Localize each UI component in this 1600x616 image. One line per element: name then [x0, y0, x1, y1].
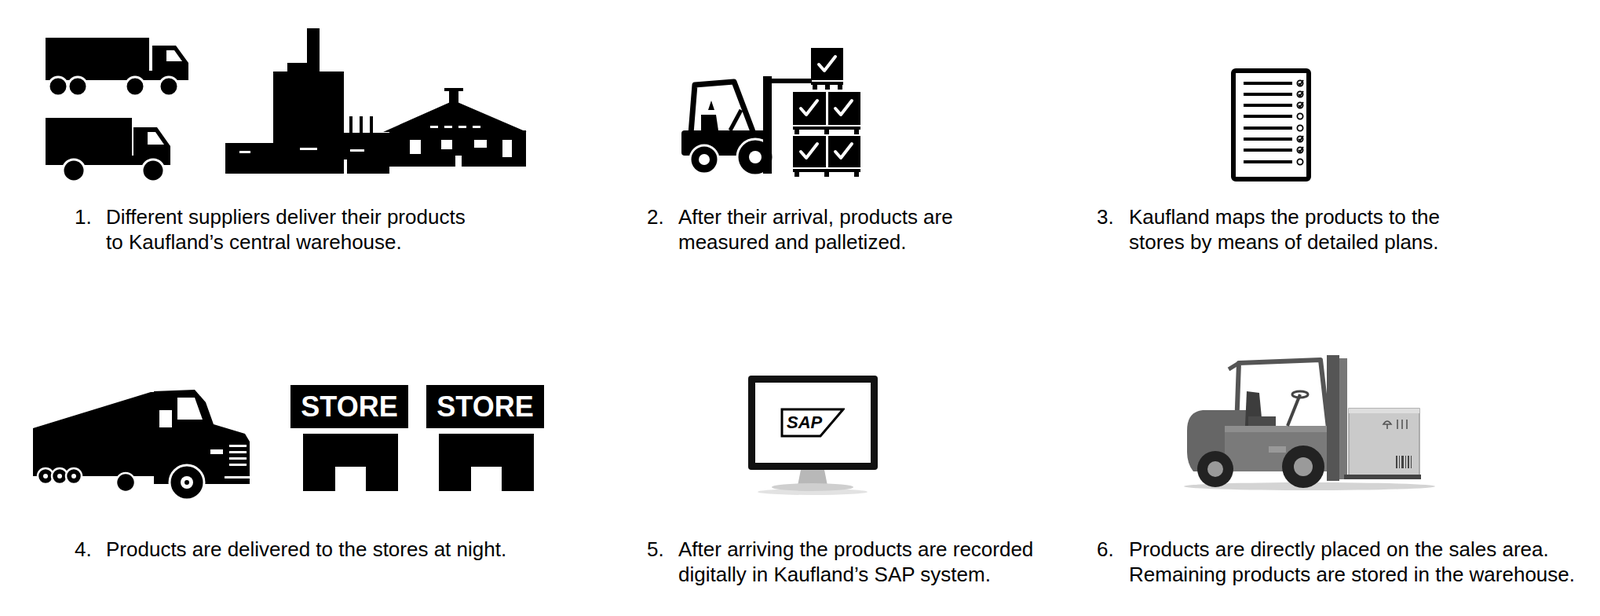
checklist — [1233, 70, 1309, 179]
step-number: 1. — [74, 204, 106, 230]
store-label: STORE — [436, 392, 534, 421]
step-number: 6. — [1096, 536, 1129, 562]
step-caption: Different suppliers deliver their produc… — [105, 204, 483, 255]
forklift-truck — [1183, 354, 1436, 490]
store-buildings — [303, 433, 534, 491]
forklift-pallets — [681, 47, 861, 177]
sap-logo: SAP — [780, 407, 845, 438]
computer-monitor — [748, 375, 878, 495]
logo-shape — [781, 409, 844, 436]
logo-label: SAP — [786, 413, 822, 432]
delivery-trucks — [45, 37, 189, 182]
step-caption: Products are delivered to the stores at … — [105, 536, 546, 562]
step-caption: After arriving the products are recorded… — [678, 536, 1064, 587]
semi-truck — [32, 389, 250, 500]
step-number: 3. — [1096, 204, 1129, 230]
store-label: STORE — [300, 392, 398, 421]
step-caption: Kaufland maps the products to the stores… — [1128, 204, 1467, 255]
step-caption: Products are directly placed on the sale… — [1128, 536, 1593, 587]
step-number: 5. — [646, 536, 679, 562]
step-number: 2. — [646, 204, 679, 230]
store-sign: STORE — [290, 384, 409, 428]
store-sign: STORE — [426, 384, 545, 428]
step-number: 4. — [74, 536, 106, 562]
step-caption: After their arrival, products are measur… — [678, 204, 993, 255]
central-warehouse — [225, 28, 527, 174]
